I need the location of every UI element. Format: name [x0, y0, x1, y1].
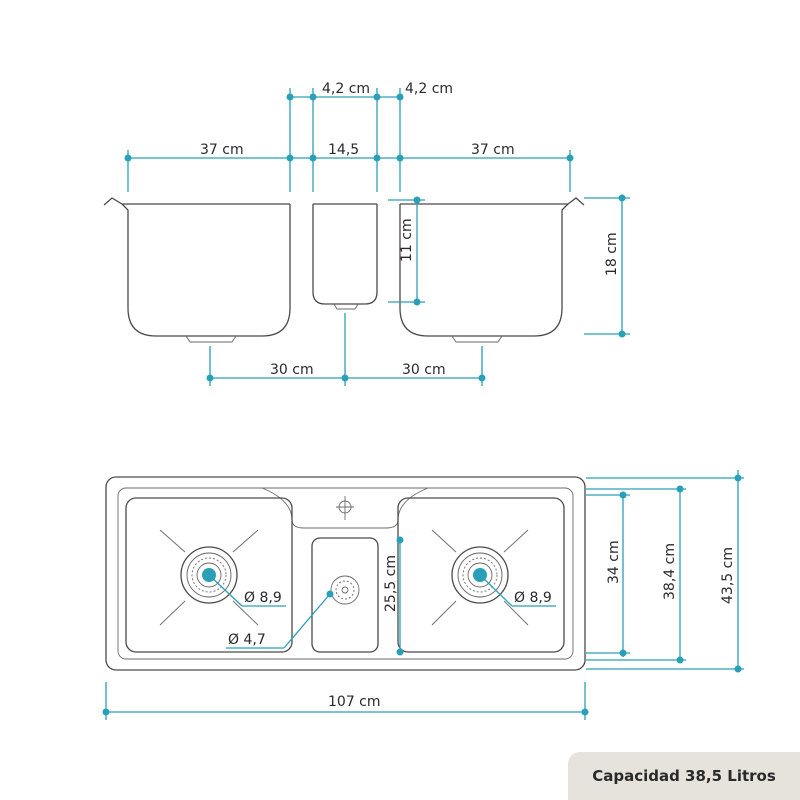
- top-view: Ø 8,9 Ø 8,9 Ø 4,7 25,5 cm 34 cm 38,4 cm …: [102, 470, 744, 720]
- center-drain-icon: [330, 575, 360, 605]
- dim-bowl-depth: 18 cm: [604, 232, 620, 276]
- side-dimension-lines: [127, 88, 630, 386]
- capacity-badge: Capacidad 38,5 Litros: [568, 752, 800, 800]
- side-dimension-dots: [124, 93, 626, 382]
- top-dimension-lines: [105, 470, 744, 720]
- dim-right-drain-offset: 30 cm: [402, 362, 446, 378]
- dim-total-depth: 43,5 cm: [720, 547, 736, 604]
- top-inner-rim: [117, 487, 574, 660]
- dim-right-drain-diameter: Ø 8,9: [514, 590, 552, 606]
- top-faucet-bridge: [261, 487, 429, 529]
- side-view: 4,2 cm 4,2 cm 37 cm 14,5 37 cm 11 cm 18 …: [103, 81, 630, 386]
- dim-center-depth: 11 cm: [399, 218, 415, 262]
- dim-center-bowl-length: 25,5 cm: [383, 555, 399, 612]
- top-right-bowl: [397, 497, 565, 653]
- top-center-bowl: [311, 537, 379, 653]
- side-left-bowl: [121, 203, 291, 337]
- dim-left-bowl-width: 37 cm: [200, 142, 244, 158]
- dim-drain-wall-left: 4,2 cm: [322, 81, 370, 97]
- top-dimension-dots: [102, 474, 742, 716]
- dim-left-drain-offset: 30 cm: [270, 362, 314, 378]
- side-center-bowl: [312, 204, 378, 305]
- dim-total-width: 107 cm: [328, 694, 381, 710]
- dim-center-drain-diameter: Ø 4,7: [228, 632, 266, 648]
- dim-bowl-length: 34 cm: [606, 540, 622, 584]
- side-right-bowl: [399, 203, 569, 337]
- dim-right-bowl-width: 37 cm: [471, 142, 515, 158]
- side-rim: [103, 197, 585, 206]
- capacity-label: Capacidad 38,5 Litros: [592, 767, 776, 785]
- dim-drain-wall-right: 4,2 cm: [405, 81, 453, 97]
- dim-left-drain-diameter: Ø 8,9: [244, 590, 282, 606]
- dim-inner-length: 38,4 cm: [662, 543, 678, 600]
- top-left-bowl: [125, 497, 293, 653]
- dim-center-width: 14,5: [328, 142, 359, 158]
- top-outer-rim: [105, 476, 586, 671]
